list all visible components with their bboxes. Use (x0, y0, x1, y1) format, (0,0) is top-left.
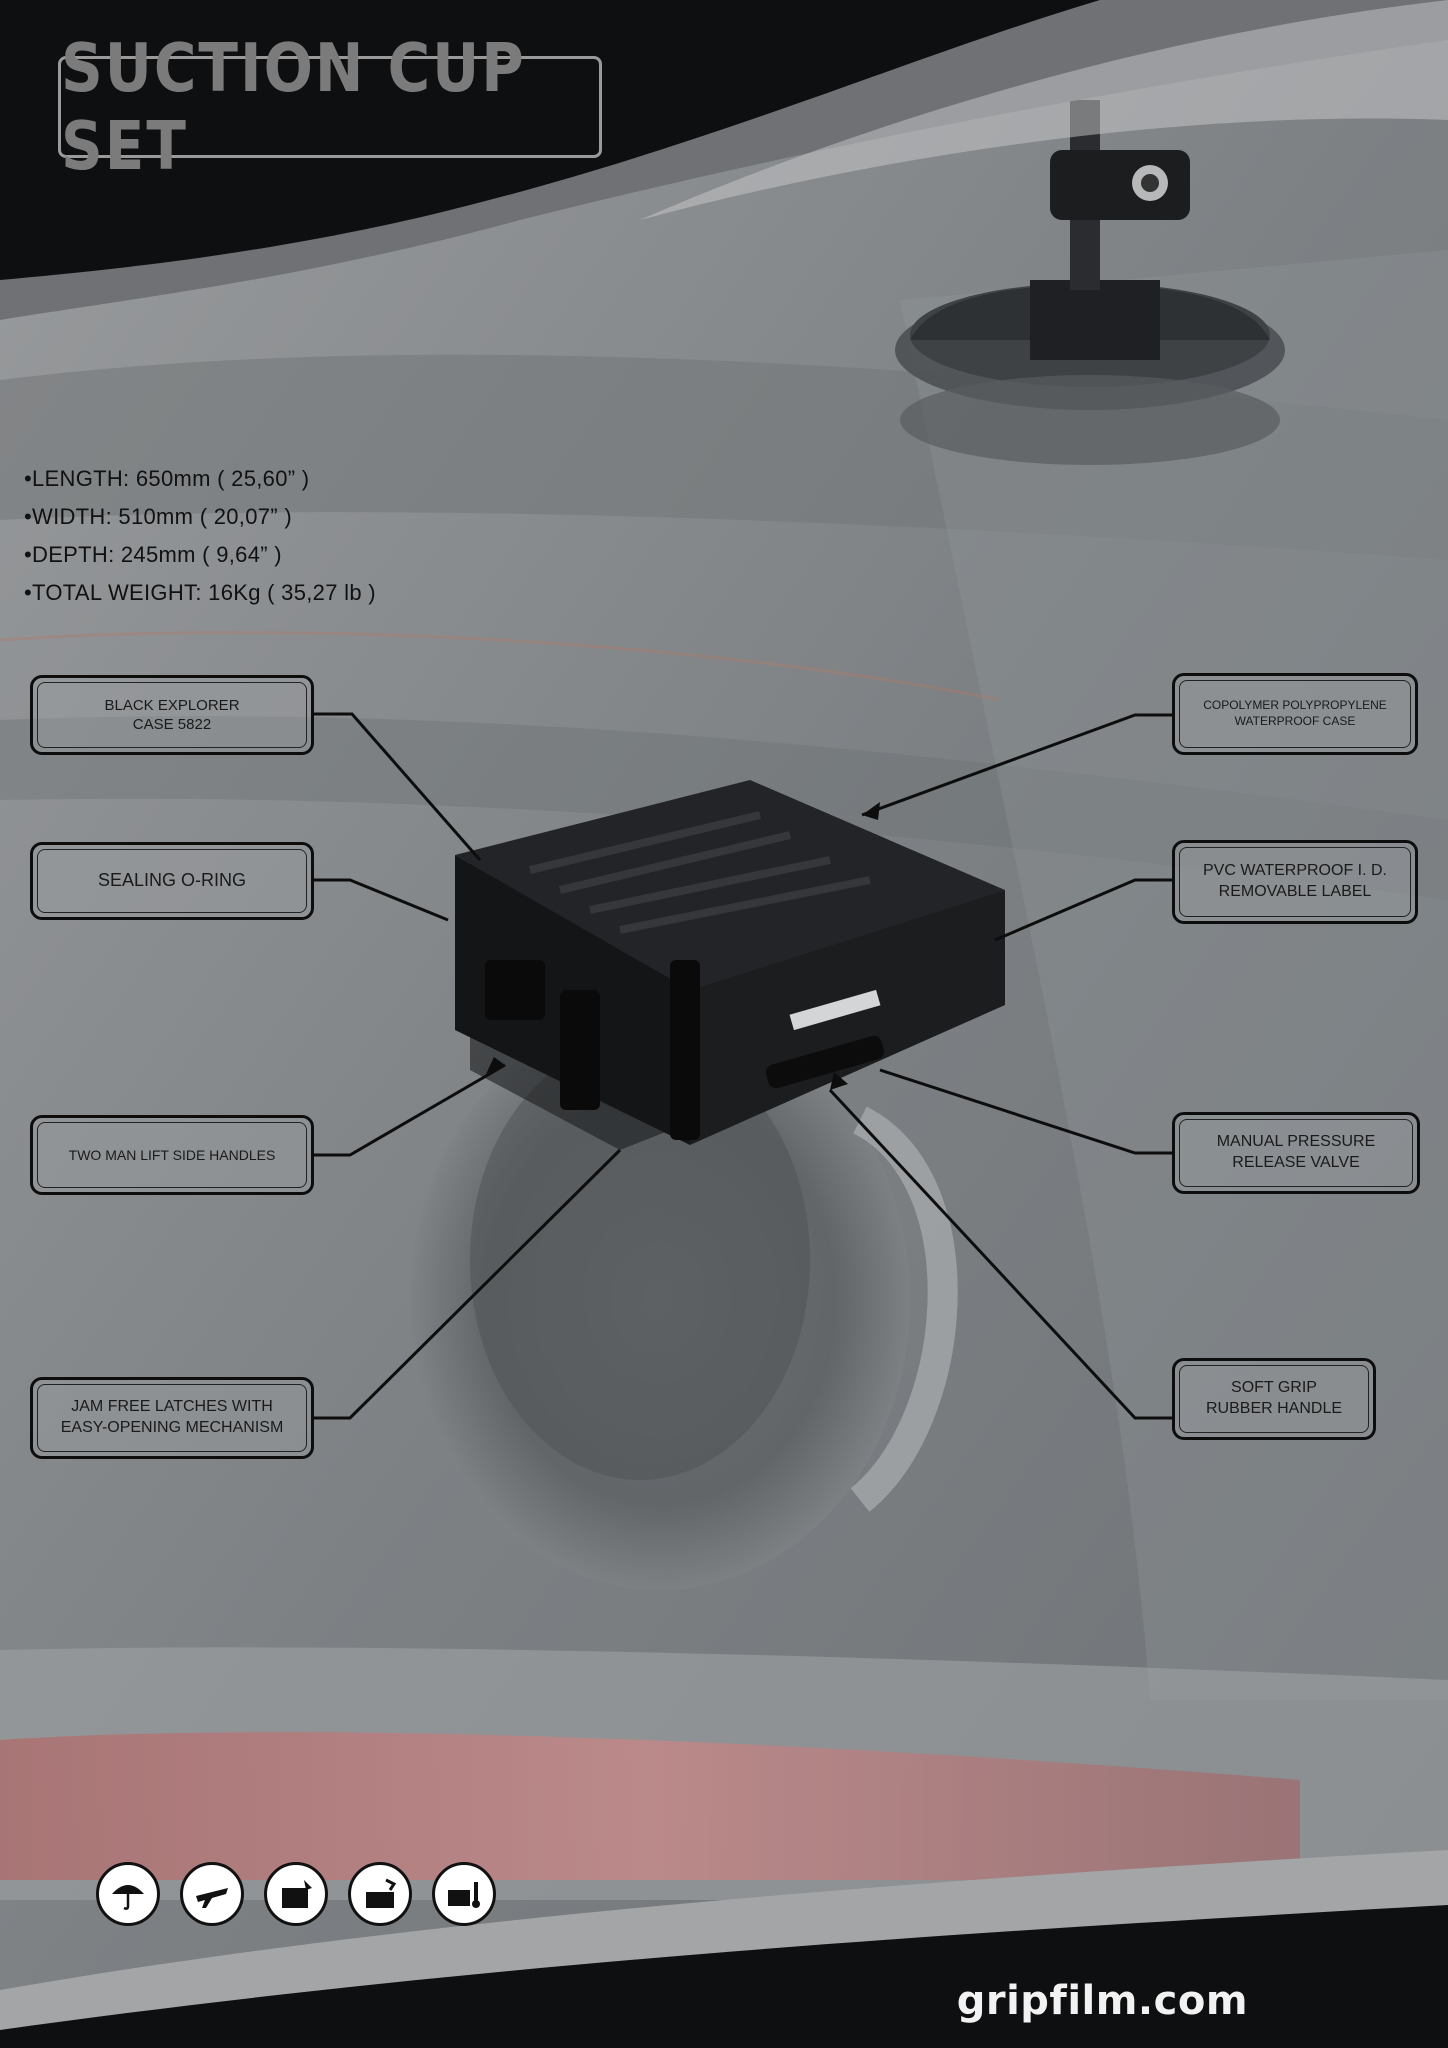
callout-pressure-valve: MANUAL PRESSURE RELEASE VALVE (1172, 1112, 1420, 1194)
arrowheads (486, 802, 880, 1090)
brand-logo-text: gripfilm.com (956, 1978, 1248, 2024)
leader-lines (312, 712, 1175, 1420)
spec-list: LENGTH: 650mm ( 25,60” ) WIDTH: 510mm ( … (24, 460, 376, 612)
callout-line: EASY-OPENING MECHANISM (60, 1419, 284, 1436)
spec-width: WIDTH: 510mm ( 20,07” ) (24, 498, 376, 536)
callout-line: WATERPROOF CASE (1234, 714, 1356, 728)
callout-jam-free-latches: JAM FREE LATCHES WITH EASY-OPENING MECHA… (30, 1377, 314, 1459)
title-box: SUCTION CUP SET (58, 29, 602, 185)
callout-sealing-o-ring: SEALING O-RING (30, 842, 314, 920)
page-title: SUCTION CUP SET (61, 28, 526, 186)
callout-line: COPOLYMER POLYPROPYLENE (1203, 698, 1387, 713)
callout-black-explorer-case: BLACK EXPLORER CASE 5822 (30, 675, 314, 755)
shock-proof-icon (264, 1862, 328, 1926)
callout-line: SEALING O-RING (97, 870, 247, 891)
feature-badges (96, 1862, 496, 1926)
callout-line: BLACK EXPLORER (104, 696, 240, 714)
callout-soft-grip-handle: SOFT GRIP RUBBER HANDLE (1172, 1358, 1376, 1440)
corrosion-proof-icon (348, 1862, 412, 1926)
callout-line: MANUAL PRESSURE (1216, 1133, 1376, 1151)
callout-line: CASE 5822 (132, 716, 212, 733)
airport-handling-icon (180, 1862, 244, 1926)
case-image (455, 780, 1005, 1150)
temperature-proof-icon (432, 1862, 496, 1926)
callout-line: SOFT GRIP (1231, 1379, 1317, 1397)
water-resistant-icon (96, 1862, 160, 1926)
callout-line: TWO MAN LIFT SIDE HANDLES (68, 1146, 276, 1163)
callout-line: RUBBER HANDLE (1205, 1400, 1343, 1417)
callout-side-handles: TWO MAN LIFT SIDE HANDLES (30, 1115, 314, 1195)
spec-depth: DEPTH: 245mm ( 9,64” ) (24, 536, 376, 574)
callout-line: PVC WATERPROOF I. D. (1202, 862, 1387, 880)
spec-length: LENGTH: 650mm ( 25,60” ) (24, 460, 376, 498)
callout-line: JAM FREE LATCHES WITH (71, 1398, 273, 1416)
callout-line: REMOVABLE LABEL (1218, 883, 1372, 900)
callout-line: RELEASE VALVE (1232, 1154, 1360, 1171)
callout-copolymer-case: COPOLYMER POLYPROPYLENE WATERPROOF CASE (1172, 673, 1418, 755)
spec-weight: TOTAL WEIGHT: 16Kg ( 35,27 lb ) (24, 574, 376, 612)
callout-pvc-label: PVC WATERPROOF I. D. REMOVABLE LABEL (1172, 840, 1418, 924)
